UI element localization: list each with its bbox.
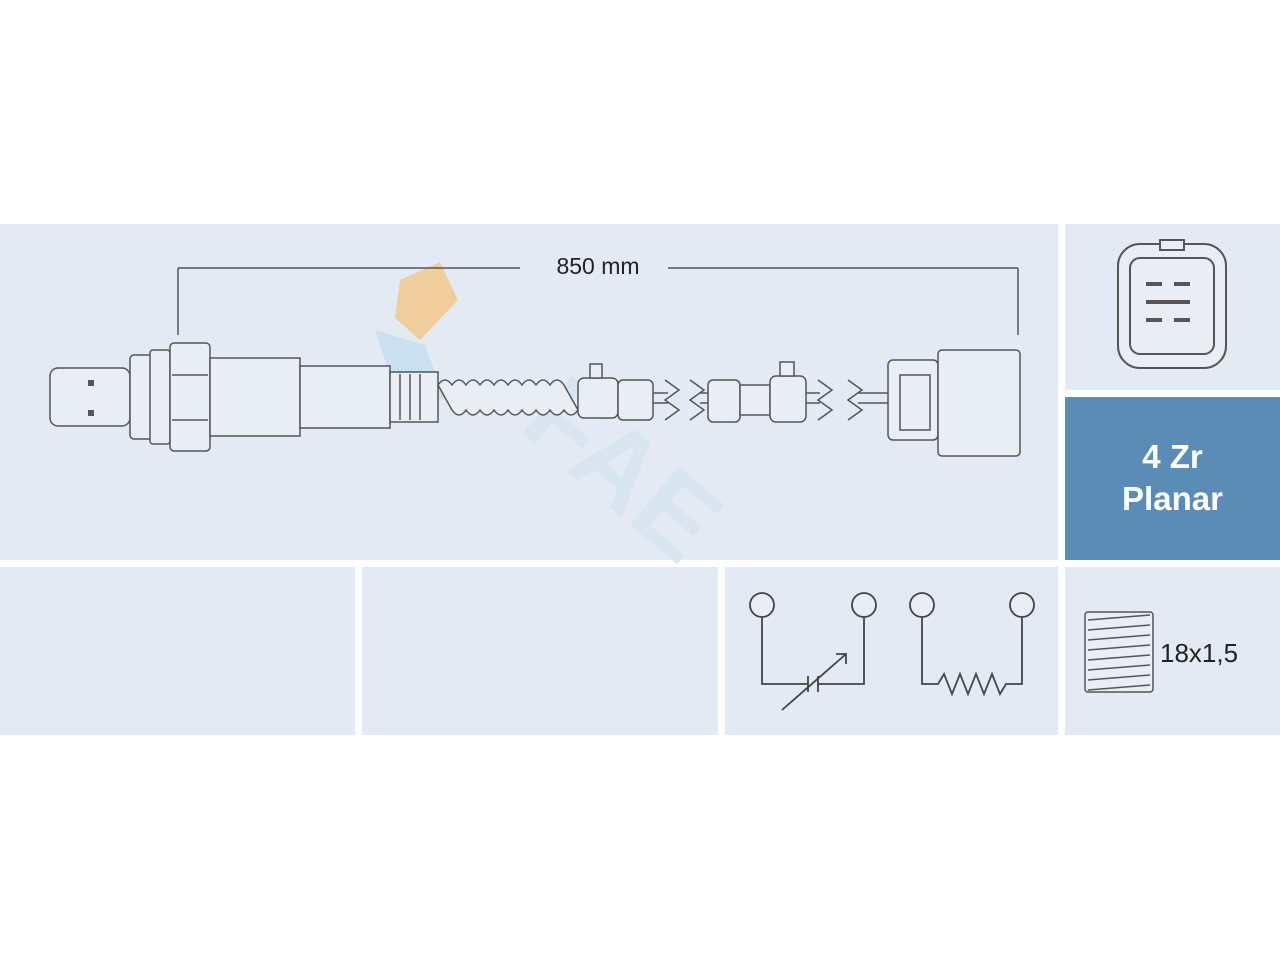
- sensor-body: [49, 342, 439, 452]
- sensor-type-label: 4 Zr Planar: [1065, 436, 1280, 520]
- length-label: 850 mm: [556, 253, 640, 279]
- dimension-line: [177, 267, 1019, 335]
- watermark-logo: FAE: [375, 262, 744, 586]
- variable-resistor-circuit-icon: [749, 592, 877, 711]
- sensor-type-line2: Planar: [1122, 480, 1223, 517]
- sensor-type-panel: [1065, 397, 1280, 560]
- circuit-panel: [725, 567, 1058, 735]
- sensor-type-line1: 4 Zr: [1142, 438, 1203, 475]
- empty-panel-1: [0, 567, 355, 735]
- connector-plug: [887, 349, 1021, 457]
- thread-icon: [1084, 611, 1154, 693]
- empty-panel-2: [362, 567, 718, 735]
- thread-size-label: 18x1,5: [1160, 638, 1239, 668]
- connector-face-icon: [1117, 239, 1227, 369]
- heater-resistor-circuit-icon: [909, 592, 1035, 697]
- cable-sleeve: [437, 361, 890, 423]
